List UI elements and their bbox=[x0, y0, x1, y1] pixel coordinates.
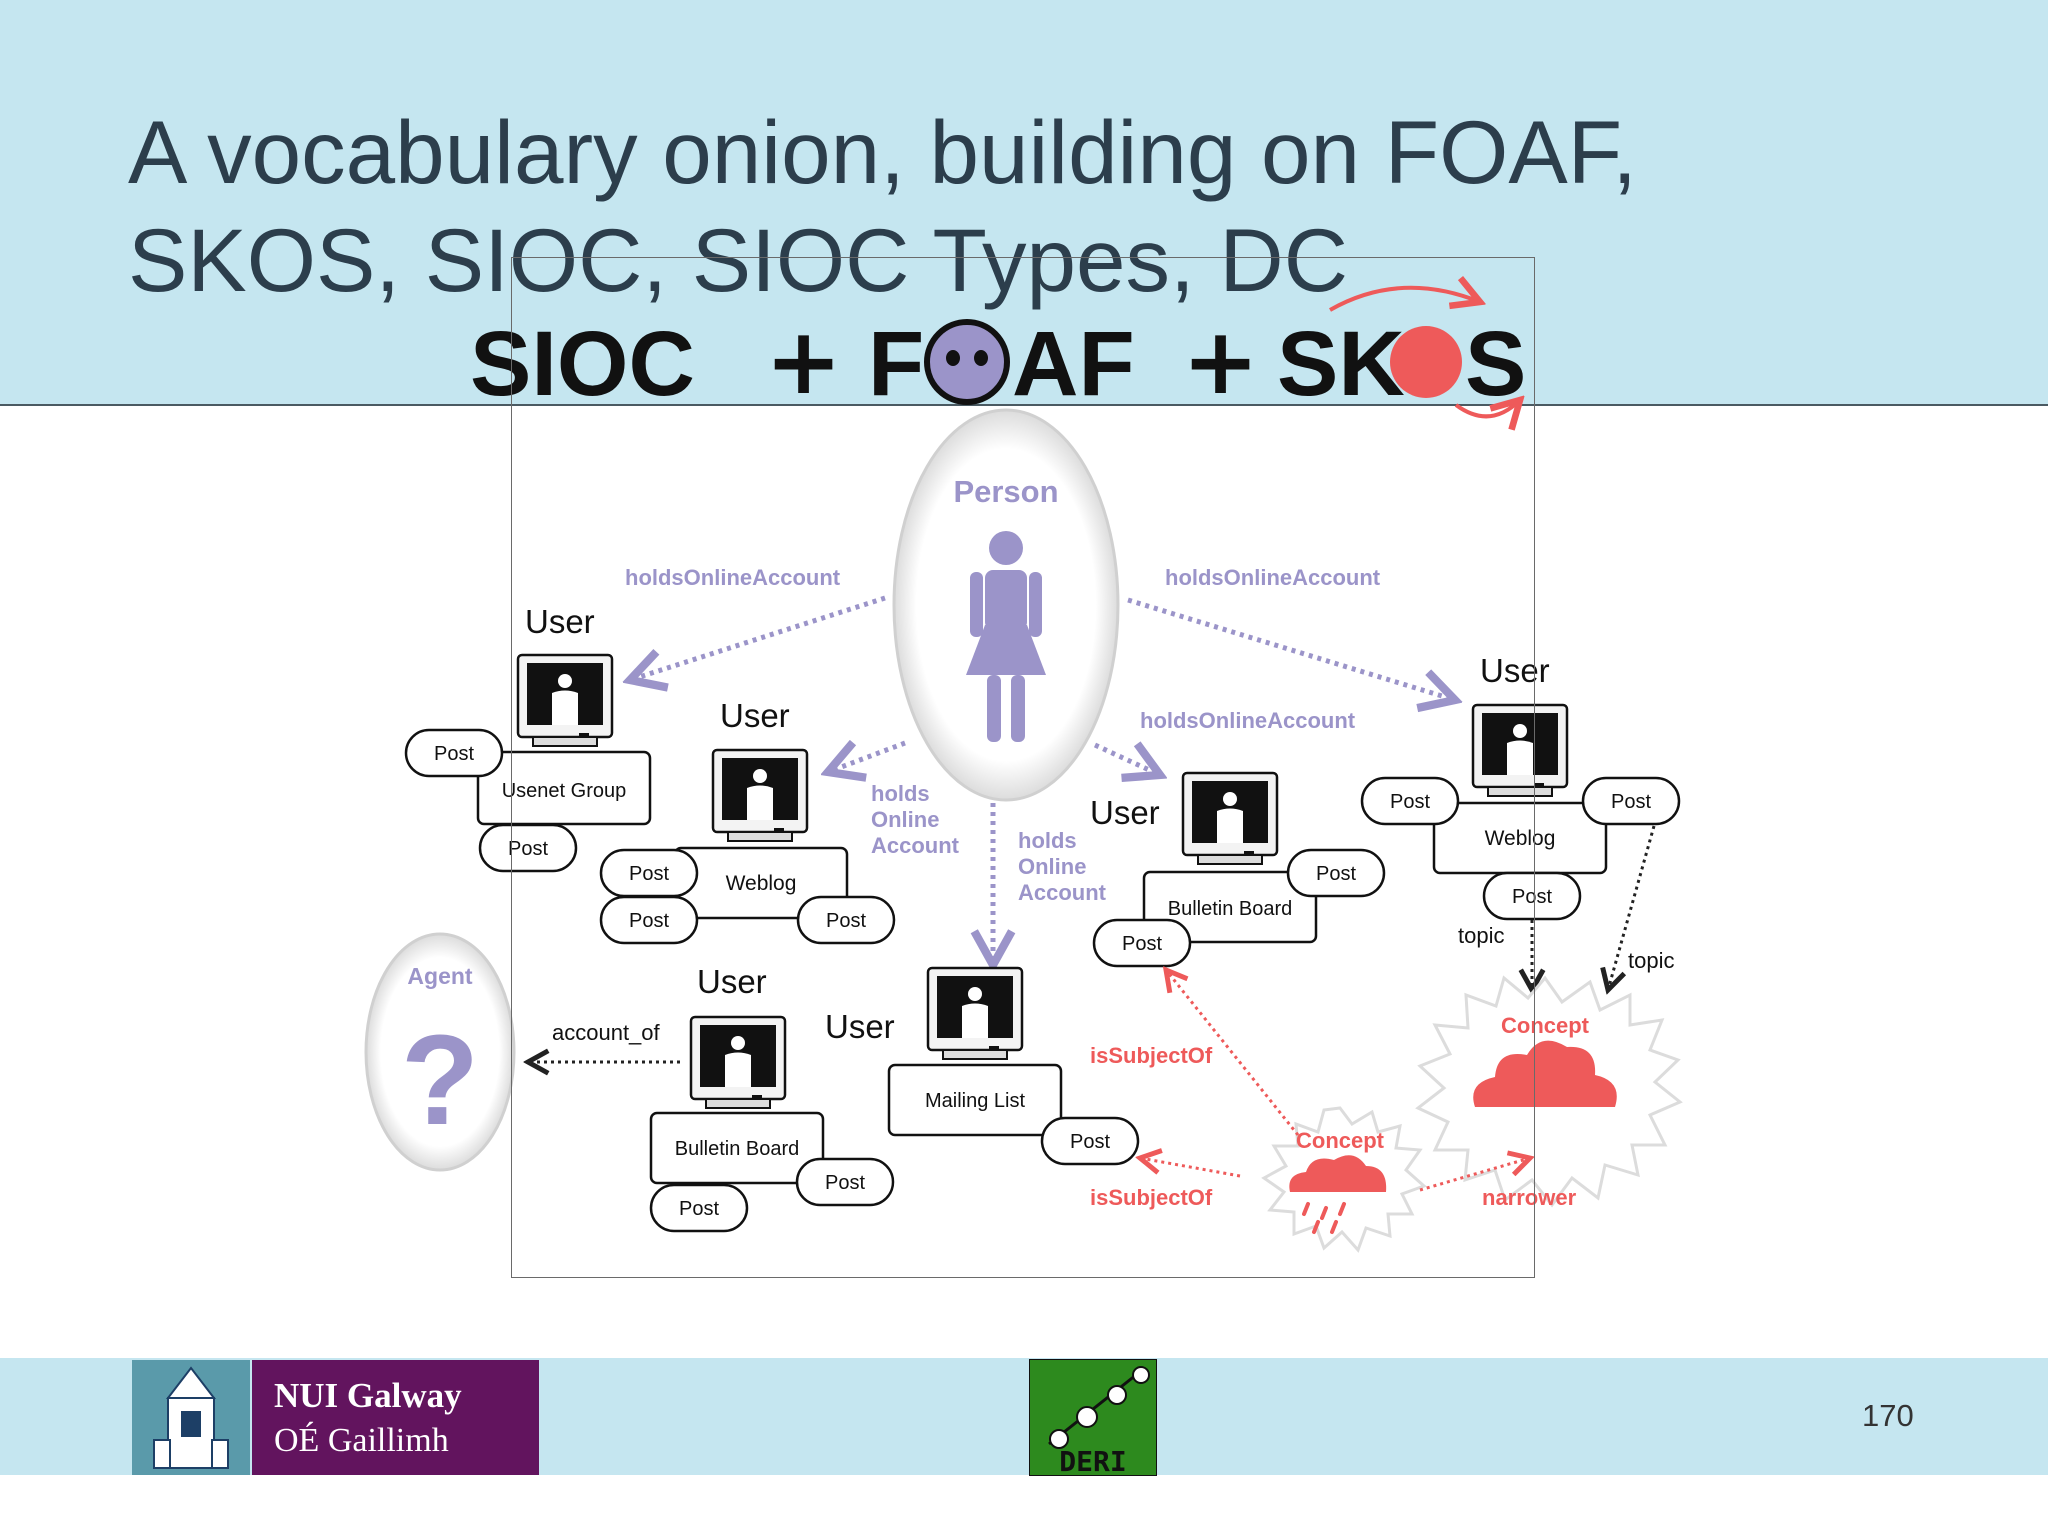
deri-text: DERI bbox=[1059, 1445, 1126, 1476]
foaf-logo-af: AF bbox=[1012, 313, 1135, 415]
user-mailing-list: User Mailing List Post bbox=[825, 966, 1140, 1166]
user-bulletin-board-left: User Bulletin Board Post Post bbox=[649, 963, 895, 1233]
skos-logo-s: S bbox=[1465, 313, 1526, 415]
is-subject-of-label-lower: isSubjectOf bbox=[1090, 1185, 1213, 1210]
bulletin-board-label: Bulletin Board bbox=[675, 1138, 800, 1160]
concept-relation-arrows bbox=[1140, 970, 1530, 1192]
person-node: Person bbox=[892, 408, 1120, 802]
post-label: Post bbox=[434, 743, 474, 765]
plus-sign-2: + bbox=[1182, 308, 1259, 415]
topic-arrows bbox=[1532, 825, 1656, 990]
post-label: Post bbox=[825, 1172, 865, 1194]
post-label: Post bbox=[826, 910, 866, 932]
holds-online-account-stacked-right: holds Online Account bbox=[1018, 828, 1107, 905]
user-weblog-left: User Weblog Post Post Post bbox=[599, 697, 896, 945]
holds-online-account-stacked-left: holds Online Account bbox=[871, 781, 960, 858]
plus-sign-1: + bbox=[765, 308, 842, 415]
holds-online-account-label-middle: holdsOnlineAccount bbox=[1140, 708, 1356, 733]
post-label: Post bbox=[629, 863, 669, 885]
post-label: Post bbox=[1390, 791, 1430, 813]
topic-label-right: topic bbox=[1628, 948, 1674, 973]
page-number: 170 bbox=[1862, 1398, 1914, 1433]
topic-label-left: topic bbox=[1458, 923, 1504, 948]
post-label: Post bbox=[629, 910, 669, 932]
image-frame bbox=[511, 257, 1535, 1278]
weblog-label: Weblog bbox=[1485, 827, 1556, 850]
foaf-face-icon bbox=[924, 319, 1010, 405]
person-icon bbox=[966, 531, 1046, 742]
skos-concept-icon bbox=[1329, 288, 1520, 417]
online-word: Online bbox=[871, 807, 939, 832]
vocabulary-banner: SIOC + F AF + SK S bbox=[470, 288, 1526, 417]
bulletin-board-label: Bulletin Board bbox=[1168, 898, 1293, 920]
post-label: Post bbox=[1070, 1131, 1110, 1153]
user-label: User bbox=[525, 603, 595, 640]
user-label: User bbox=[825, 1008, 895, 1045]
concept-label: Concept bbox=[1501, 1013, 1590, 1038]
is-subject-of-label-upper: isSubjectOf bbox=[1090, 1043, 1213, 1068]
user-label: User bbox=[697, 963, 767, 1000]
post-label: Post bbox=[1512, 886, 1552, 908]
nui-galway-text: NUI Galway bbox=[274, 1376, 462, 1415]
person-label: Person bbox=[953, 474, 1058, 509]
online-word: Online bbox=[1018, 854, 1086, 879]
account-of-label: account_of bbox=[552, 1020, 661, 1045]
user-label: User bbox=[720, 697, 790, 734]
holds-online-account-label-right: holdsOnlineAccount bbox=[1165, 565, 1381, 590]
post-label: Post bbox=[508, 838, 548, 860]
agent-node: Agent ? bbox=[364, 932, 516, 1172]
narrower-label: narrower bbox=[1482, 1185, 1577, 1210]
post-label: Post bbox=[1316, 863, 1356, 885]
weblog-label: Weblog bbox=[726, 872, 797, 895]
user-bulletin-board-right: User Bulletin Board Post Post bbox=[1090, 771, 1386, 968]
mailing-list-label: Mailing List bbox=[925, 1090, 1025, 1112]
rain-drops bbox=[1302, 1202, 1346, 1234]
foaf-logo-f: F bbox=[868, 313, 924, 415]
deri-logo: DERI bbox=[1029, 1359, 1157, 1476]
user-usenet-group: User Usenet Group Post Post bbox=[404, 603, 652, 873]
holds-online-account-arrows bbox=[630, 595, 1455, 965]
title-line-2: SKOS, SIOC, SIOC Types, DC bbox=[128, 210, 1348, 310]
account-word: Account bbox=[1018, 880, 1107, 905]
usenet-group-label: Usenet Group bbox=[502, 780, 627, 802]
post-label: Post bbox=[1611, 791, 1651, 813]
agent-label: Agent bbox=[407, 963, 473, 989]
holds-word: holds bbox=[1018, 828, 1077, 853]
sioc-logo-text: SIOC bbox=[470, 313, 695, 415]
user-label: User bbox=[1480, 652, 1550, 689]
oe-gaillimh-text: OÉ Gaillimh bbox=[274, 1422, 449, 1459]
title-line-1: A vocabulary onion, building on FOAF, bbox=[128, 102, 1637, 202]
concept-node-small: Concept bbox=[1261, 1106, 1427, 1253]
slide-title: A vocabulary onion, building on FOAF, SK… bbox=[128, 98, 1828, 314]
agent-question-icon: ? bbox=[401, 1009, 479, 1152]
skos-logo-sk: SK bbox=[1277, 313, 1405, 415]
user-weblog-right: User Weblog Post Post Post bbox=[1360, 652, 1681, 921]
tower-icon bbox=[153, 1366, 229, 1469]
user-label: User bbox=[1090, 794, 1160, 831]
holds-word: holds bbox=[871, 781, 930, 806]
rain-cloud-icon bbox=[1289, 1155, 1387, 1192]
header-band bbox=[0, 0, 2048, 406]
concept-node-large: Concept bbox=[1415, 975, 1683, 1208]
account-word: Account bbox=[871, 833, 960, 858]
nui-galway-logo: NUI Galway OÉ Gaillimh bbox=[132, 1360, 539, 1475]
post-label: Post bbox=[679, 1198, 719, 1220]
holds-online-account-label-left: holdsOnlineAccount bbox=[625, 565, 841, 590]
post-label: Post bbox=[1122, 933, 1162, 955]
concept-label: Concept bbox=[1296, 1128, 1385, 1153]
